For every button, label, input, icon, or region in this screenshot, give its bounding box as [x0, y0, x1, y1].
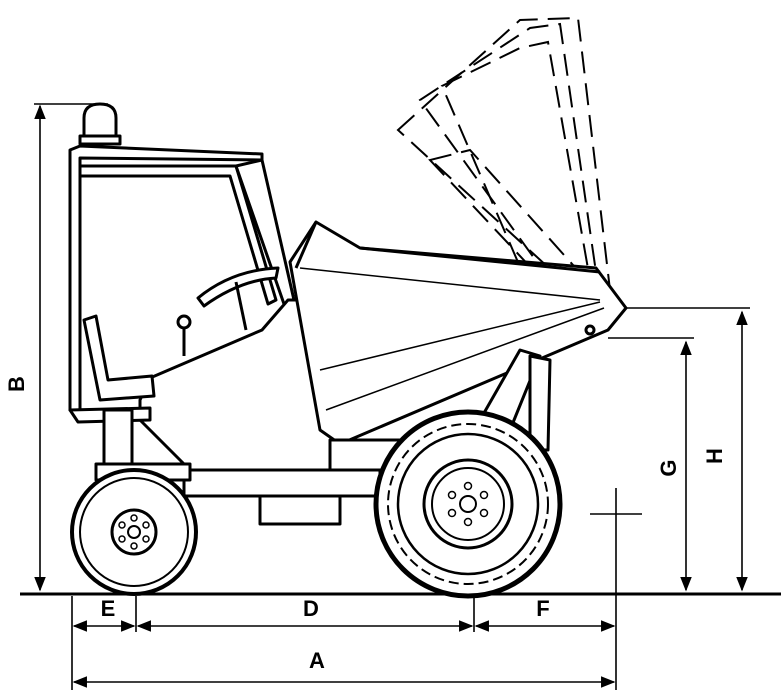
steering-wheel — [196, 266, 280, 308]
dimension-label-f: F — [536, 596, 549, 621]
beacon-light — [82, 102, 118, 142]
dimension-label-g: G — [656, 459, 681, 476]
skip-bucket — [288, 220, 628, 446]
rear-wheel — [373, 409, 563, 599]
seat — [82, 314, 156, 402]
dimension-lines — [34, 103, 750, 690]
dimension-label-a: A — [309, 648, 325, 673]
dimension-label-e: E — [101, 596, 116, 621]
tipped-skip-outlines — [396, 16, 612, 302]
front-wheel — [70, 468, 198, 596]
dumper-machine — [68, 102, 628, 526]
dimension-label-b: B — [4, 376, 29, 392]
dimension-label-d: D — [303, 596, 319, 621]
dimension-label-h: H — [702, 448, 727, 464]
